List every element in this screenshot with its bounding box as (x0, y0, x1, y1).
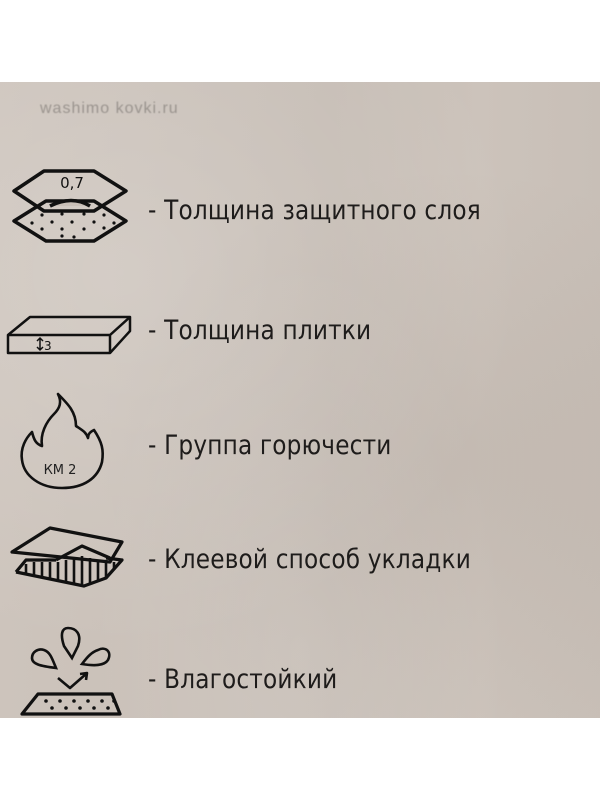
feature-label: - Влагостойкий (148, 664, 338, 695)
feature-label: - Толщина плитки (148, 315, 372, 346)
watermark-text: washimo kovki.ru (40, 100, 179, 117)
feature-label: - Толщина защитного слоя (148, 195, 481, 226)
flammability-class: КМ 2 (44, 463, 77, 478)
feature-label: - Группа горючести (148, 430, 392, 461)
glue-layers-icon (6, 522, 130, 590)
protective-layer-value: 0,7 (60, 174, 84, 192)
stone-texture-background (0, 82, 600, 718)
flame-icon: КМ 2 (16, 390, 106, 490)
tile-thickness-value: 3 (44, 339, 52, 353)
feature-label: - Клеевой способ укладки (148, 544, 471, 575)
protective-layer-icon: 0,7 (6, 165, 132, 245)
water-drops-icon (16, 622, 128, 718)
tile-thickness-icon: 3 (6, 313, 132, 359)
